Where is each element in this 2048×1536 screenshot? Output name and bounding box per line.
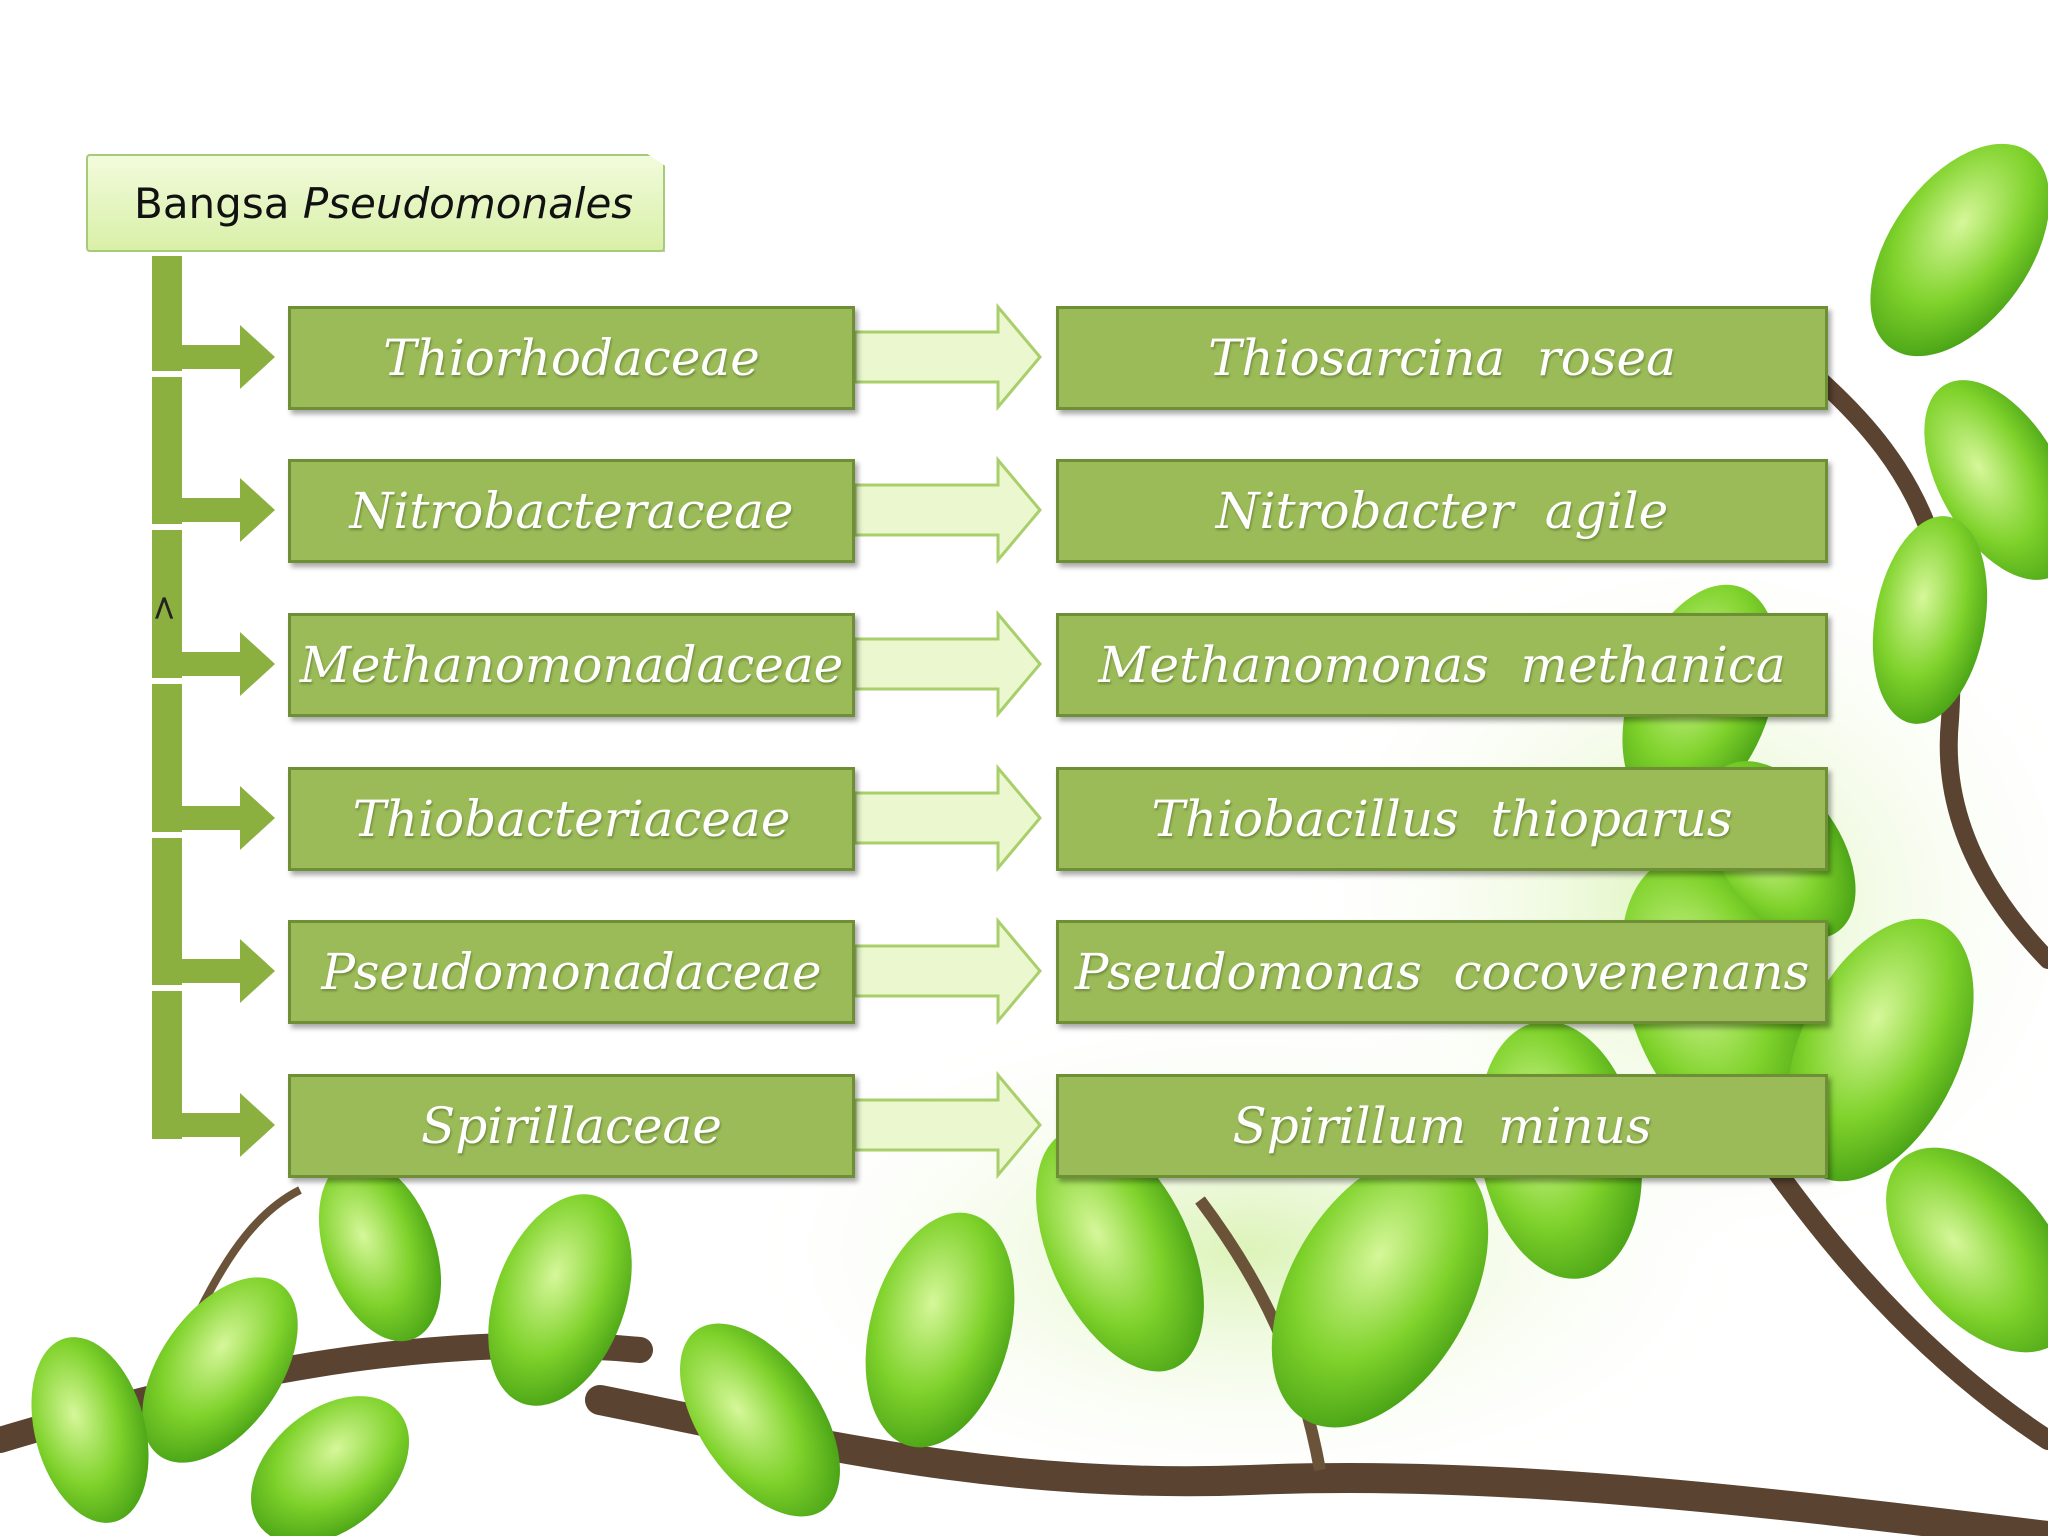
- family-box-2: Nitrobacteraceae: [288, 459, 855, 563]
- family-label: Thiobacteriaceae: [352, 790, 791, 848]
- family-label: Spirillaceae: [421, 1097, 722, 1155]
- species-box-4: Thiobacillus thioparus: [1056, 767, 1828, 871]
- species-box-6: Spirillum minus: [1056, 1074, 1828, 1178]
- family-box-4: Thiobacteriaceae: [288, 767, 855, 871]
- family-box-1: Thiorhodaceae: [288, 306, 855, 410]
- species-label: Thiosarcina rosea: [1208, 329, 1676, 387]
- family-box-3: Methanomonadaceae: [288, 613, 855, 717]
- order-name: Pseudomonales: [302, 179, 634, 228]
- branch-arrow: [152, 786, 275, 850]
- order-box: [86, 154, 665, 252]
- family-label: Thiorhodaceae: [383, 329, 760, 387]
- species-label: Methanomonas methanica: [1098, 636, 1786, 694]
- family-label: Pseudomonadaceae: [321, 943, 822, 1001]
- family-label: Methanomonadaceae: [299, 636, 844, 694]
- family-box-6: Spirillaceae: [288, 1074, 855, 1178]
- species-label: Nitrobacter agile: [1215, 482, 1669, 540]
- arrow-column: [853, 302, 1042, 1180]
- family-to-species-arrow: [853, 609, 1042, 719]
- species-label: Pseudomonas cocovenenans: [1074, 943, 1810, 1001]
- species-label: Thiobacillus thioparus: [1151, 790, 1733, 848]
- order-prefix: Bangsa: [134, 179, 290, 228]
- species-box-5: Pseudomonas cocovenenans: [1056, 920, 1828, 1024]
- family-to-species-arrow: [853, 302, 1042, 412]
- species-label: Spirillum minus: [1232, 1097, 1652, 1155]
- branch-arrow: [152, 939, 275, 1003]
- species-box-3: Methanomonas methanica: [1056, 613, 1828, 717]
- branch-arrow: [152, 478, 275, 542]
- family-label: Nitrobacteraceae: [349, 482, 794, 540]
- family-box-5: Pseudomonadaceae: [288, 920, 855, 1024]
- species-box-1: Thiosarcina rosea: [1056, 306, 1828, 410]
- family-to-species-arrow: [853, 455, 1042, 565]
- family-to-species-arrow: [853, 916, 1042, 1026]
- branch-arrow: [152, 1093, 275, 1157]
- family-to-species-arrow: [853, 1070, 1042, 1180]
- species-box-2: Nitrobacter agile: [1056, 459, 1828, 563]
- stray-mark: <: [144, 593, 185, 623]
- family-to-species-arrow: [853, 763, 1042, 873]
- order-title: Bangsa Pseudomonales: [134, 174, 633, 234]
- branch-arrow: [152, 325, 275, 389]
- tree-connector: [152, 256, 275, 1157]
- branch-arrow: [152, 632, 275, 696]
